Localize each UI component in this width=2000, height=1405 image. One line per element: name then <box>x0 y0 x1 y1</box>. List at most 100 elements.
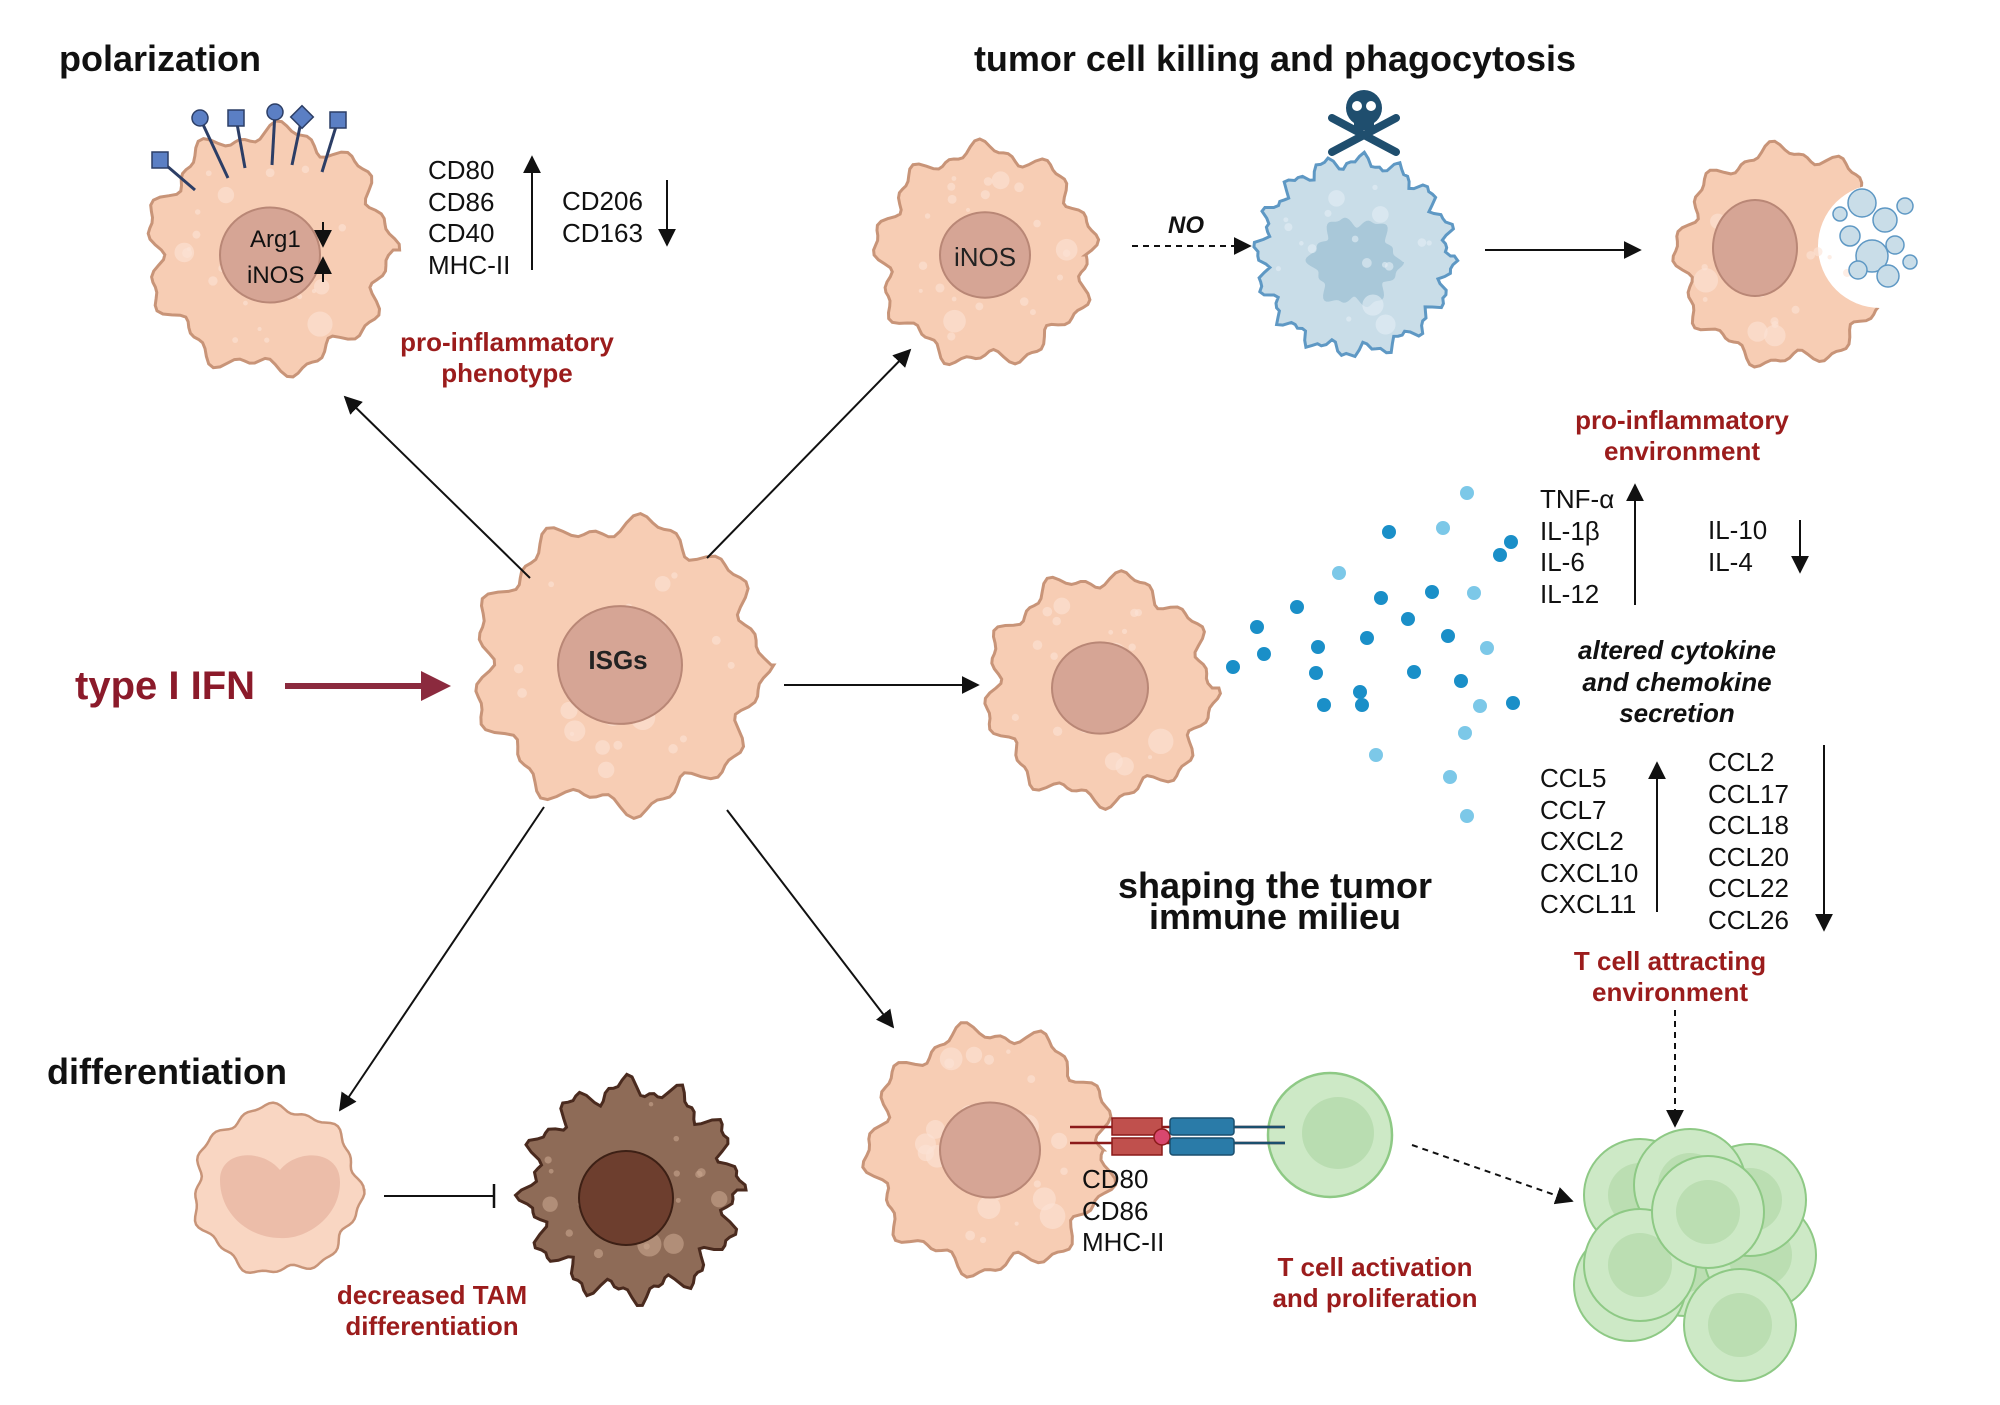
monocyte-nucleus <box>220 1155 340 1239</box>
receptor-round <box>191 109 209 127</box>
receptor-square <box>151 151 169 169</box>
cytokine-dot <box>1311 640 1325 654</box>
pro-inflammatory-phenotype-label: pro-inflammatory phenotype <box>400 327 614 389</box>
chemokine-cxcl2: CXCL2 <box>1540 826 1624 856</box>
cytokine-dot <box>1353 685 1367 699</box>
tumor-fragment <box>1885 235 1905 255</box>
cytokine-tnf-a: TNF-α <box>1540 484 1615 514</box>
tumor-nucleus <box>1305 217 1405 308</box>
phenotype-line-1: pro-inflammatory <box>400 327 614 357</box>
marker-cd86: CD86 <box>428 186 495 217</box>
cytokine-dot <box>1441 629 1455 643</box>
marker-cd80: CD80 <box>428 155 495 185</box>
type-i-ifn-label: type I IFN <box>75 664 256 708</box>
presenting-macrophage-nucleus <box>939 1101 1041 1199</box>
t-cell-env-line-2: environment <box>1591 977 1749 1007</box>
cytokine-dot <box>1460 809 1474 823</box>
tam-line-2: differentiation <box>345 1311 519 1341</box>
synapse-marker-cd80: CD80 <box>1082 1164 1149 1194</box>
cytokine-dot <box>1473 699 1487 713</box>
receptor-diamond <box>289 104 315 130</box>
arrow-to-differentiation <box>338 806 545 1112</box>
t-cell-attracting-label: T cell attracting environment <box>1574 946 1766 1008</box>
marker-cd163: CD163 <box>562 217 643 248</box>
secreting-macrophage <box>983 569 1223 812</box>
cytokine-dot <box>1250 620 1264 634</box>
upregulated-chemokines: CCL5 CCL7 CXCL2 CXCL10 CXCL11 <box>1540 763 1638 921</box>
cytokine-dot <box>1407 665 1421 679</box>
t-cell-migration-arrow <box>1411 1144 1574 1205</box>
phagocytosing-nucleus <box>1712 199 1798 297</box>
cluster-t-cell-nucleus <box>1708 1293 1772 1357</box>
marker-mhc-ii: MHC-II <box>428 249 511 280</box>
cytokine-dot <box>1355 698 1369 712</box>
mhc-block <box>1111 1117 1163 1136</box>
synapse-marker-cd86: CD86 <box>1082 1195 1149 1226</box>
chemokine-ccl18: CCL18 <box>1708 810 1789 840</box>
tumor-fragment <box>1847 188 1877 218</box>
inos-nucleus-label: iNOS <box>247 262 305 289</box>
receptor-square <box>329 111 347 129</box>
cytokine-dot <box>1436 521 1450 535</box>
cytokine-dot <box>1467 586 1481 600</box>
t-cell-env-line-1: T cell attracting <box>1573 946 1767 976</box>
cytokine-il-10: IL-10 <box>1708 515 1768 545</box>
cytokine-dot <box>1290 600 1304 614</box>
polarization-heading: polarization <box>59 38 262 79</box>
upregulated-cytokines: TNF-α IL-1β IL-6 IL-12 <box>1540 484 1614 610</box>
t-cell-nucleus <box>1302 1097 1374 1169</box>
t-cell-activation-label: T cell activation and proliferation <box>1272 1252 1477 1314</box>
arrow-to-killing <box>706 348 912 559</box>
cytokine-il-12: IL-12 <box>1540 578 1600 609</box>
downregulated-markers: CD206 CD163 <box>562 186 643 249</box>
monocyte <box>193 1101 366 1274</box>
tumor-fragment <box>1876 264 1900 288</box>
tcr-block <box>1169 1137 1235 1156</box>
chemokine-ccl22: CCL22 <box>1708 873 1789 903</box>
milieu-heading: shaping the tumor immune milieu <box>1118 868 1432 937</box>
skull-crossbones-icon <box>1328 90 1400 156</box>
marker-cd40: CD40 <box>428 218 495 248</box>
chemokine-ccl20: CCL20 <box>1708 841 1789 872</box>
tumor-cell <box>1252 150 1460 359</box>
secretion-line-2: and chemokine <box>1582 666 1772 697</box>
secretion-label: altered cytokine and chemokine secretion <box>1578 635 1776 730</box>
polarization-macrophage-nucleus <box>219 206 321 304</box>
cytokine-dot <box>1369 748 1383 762</box>
cytokine-dot <box>1506 696 1520 710</box>
milieu-heading-line-2: immune milieu <box>1148 896 1402 937</box>
antigen-icon <box>1153 1128 1171 1146</box>
chemokine-ccl17: CCL17 <box>1708 778 1789 809</box>
cytokine-dot <box>1257 647 1271 661</box>
chemokine-cxcl10: CXCL10 <box>1540 857 1639 888</box>
tumor-fragment <box>1872 207 1898 233</box>
downregulated-chemokines: CCL2 CCL17 CCL18 CCL20 CCL22 CCL26 <box>1708 747 1789 936</box>
marker-cd206: CD206 <box>562 186 643 216</box>
t-cell-cluster <box>1573 1128 1817 1382</box>
cytokine-dot <box>1360 631 1374 645</box>
cluster-t-cell-nucleus <box>1608 1233 1672 1297</box>
tumor-fragment <box>1832 206 1848 222</box>
tumor-fragment <box>1848 260 1868 280</box>
cytokine-dot <box>1504 535 1518 549</box>
no-mediator-label: NO <box>1168 212 1204 239</box>
cluster-t-cell-nucleus <box>1676 1180 1740 1244</box>
synapse-marker-mhc-ii: MHC-II <box>1082 1227 1165 1257</box>
t-cell <box>1266 1071 1394 1199</box>
environment-line-1: pro-inflammatory <box>1575 405 1789 435</box>
mhc-block <box>1111 1137 1163 1156</box>
cytokine-dot <box>1480 641 1494 655</box>
tam-cell <box>513 1072 748 1308</box>
chemokine-cxcl11: CXCL11 <box>1540 889 1637 919</box>
killing-heading: tumor cell killing and phagocytosis <box>973 38 1577 79</box>
immune-synapse <box>1070 1117 1285 1156</box>
cytokine-dot <box>1382 525 1396 539</box>
cytokine-dot <box>1401 612 1415 626</box>
inos-macrophage-nucleus <box>939 211 1031 299</box>
chemokine-ccl5: CCL5 <box>1540 763 1607 793</box>
tumor-fragment <box>1896 197 1914 215</box>
arrow-to-presentation <box>726 809 895 1029</box>
activation-line-1: T cell activation <box>1277 1252 1473 1282</box>
receptor-square <box>227 109 245 127</box>
